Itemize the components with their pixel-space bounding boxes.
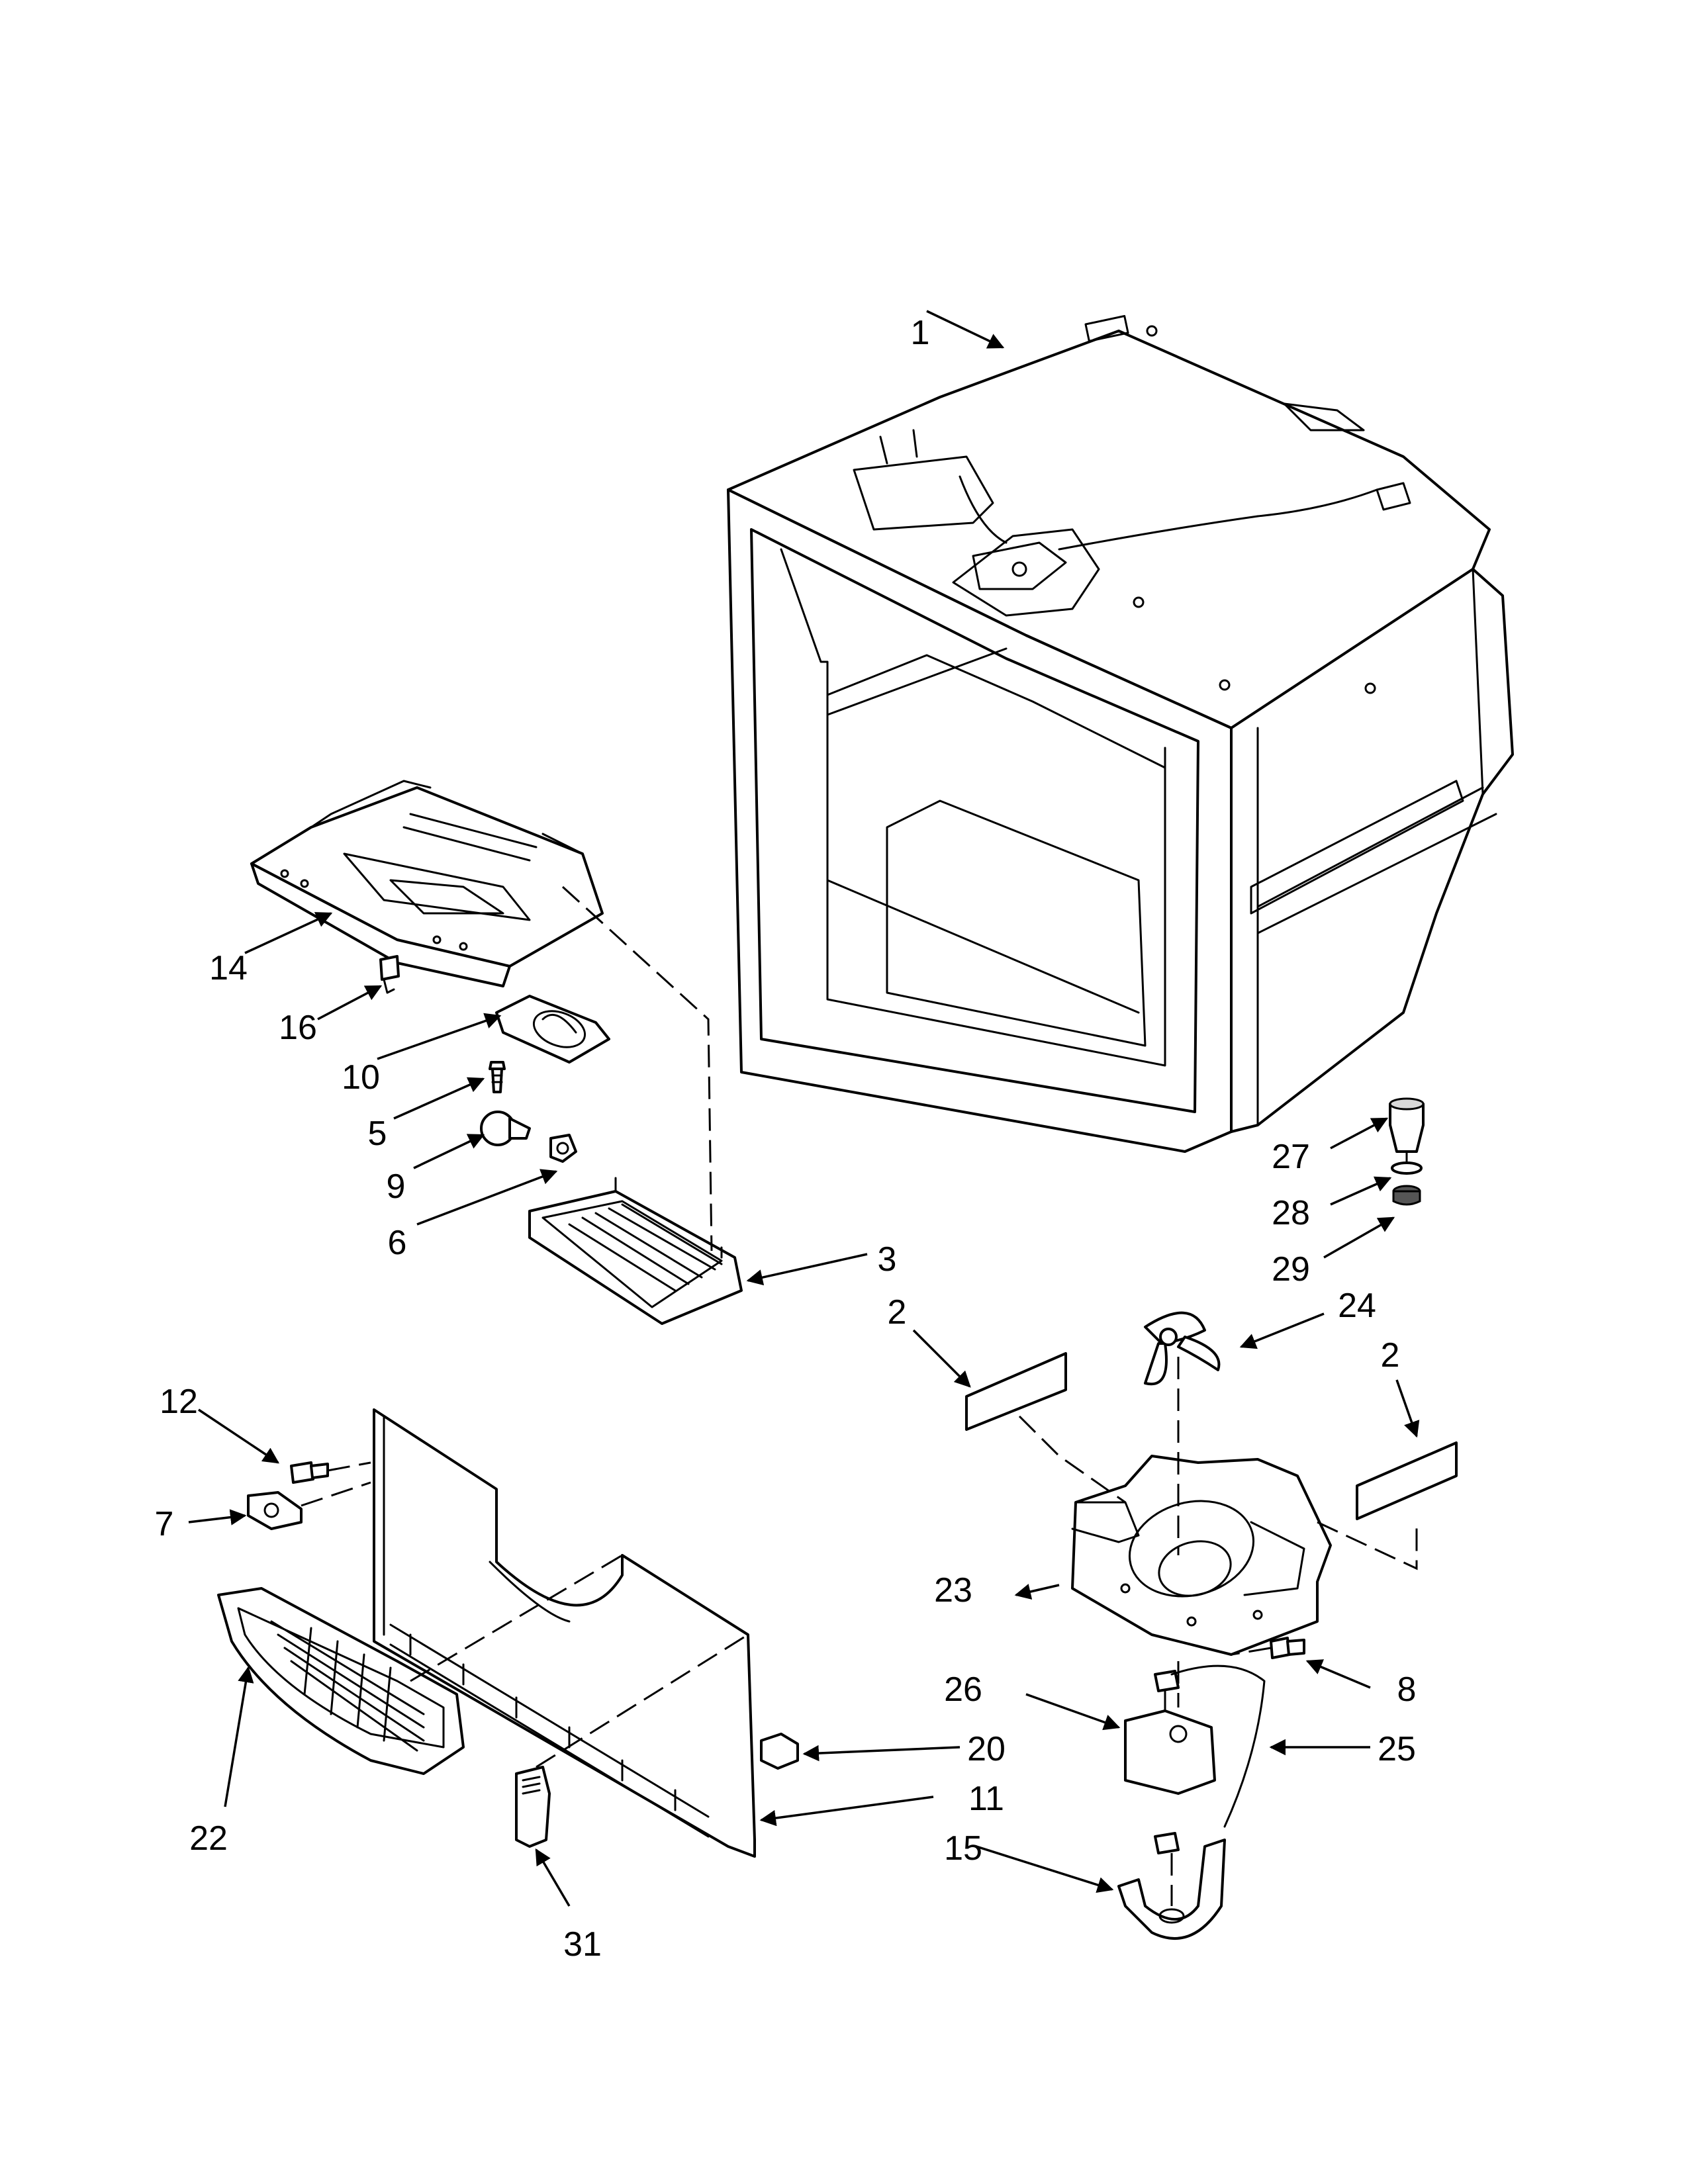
callout-31: 31 <box>563 1925 602 1964</box>
light-socket-part <box>549 1134 577 1163</box>
light-bulb-part <box>480 1111 531 1146</box>
callout-25: 25 <box>1378 1730 1416 1768</box>
callout-14: 14 <box>209 949 248 987</box>
callout-3: 3 <box>878 1240 897 1279</box>
thermistor-part <box>247 1491 303 1530</box>
light-socket-bracket-part <box>495 995 610 1064</box>
fan-shroud-part <box>1071 1455 1332 1656</box>
screw-left-part <box>290 1461 329 1484</box>
callout-16: 16 <box>279 1009 317 1047</box>
insulation-pad-left-part <box>965 1352 1067 1431</box>
grille-part <box>217 1587 465 1775</box>
callout-23: 23 <box>934 1571 972 1610</box>
rear-panel-part <box>373 1408 756 1858</box>
o-ring-part <box>1391 1161 1423 1175</box>
callout-29: 29 <box>1272 1250 1310 1289</box>
screw-right-part <box>1270 1637 1305 1659</box>
seal-strip-part <box>760 1733 799 1770</box>
callout-2-right: 2 <box>1381 1336 1400 1375</box>
grommet-part <box>1392 1185 1421 1206</box>
fan-motor-part <box>1124 1670 1216 1795</box>
thermistor-holder-part <box>515 1766 551 1848</box>
callout-10: 10 <box>342 1058 380 1097</box>
light-housing-part <box>250 780 604 987</box>
callout-5: 5 <box>368 1115 387 1153</box>
insulation-pad-right-part <box>1356 1441 1458 1520</box>
callout-28: 28 <box>1272 1194 1310 1232</box>
screw-part <box>489 1061 506 1093</box>
callout-15: 15 <box>944 1829 982 1868</box>
callout-22: 22 <box>189 1819 228 1858</box>
clip-part <box>379 955 400 994</box>
light-shield-part <box>528 1177 743 1325</box>
callout-26: 26 <box>944 1670 982 1709</box>
motor-bracket-part <box>1117 1832 1226 1940</box>
callout-20: 20 <box>967 1730 1006 1768</box>
callout-8: 8 <box>1397 1670 1417 1709</box>
callout-9: 9 <box>387 1167 406 1206</box>
callout-2-left: 2 <box>888 1293 907 1332</box>
callout-6: 6 <box>388 1224 407 1262</box>
callout-27: 27 <box>1272 1138 1310 1176</box>
callout-11: 11 <box>968 1780 1004 1818</box>
leader-lines <box>188 310 1420 1907</box>
wire-harness-part <box>1170 1664 1266 1828</box>
callout-12: 12 <box>160 1383 198 1421</box>
callout-1: 1 <box>911 314 930 352</box>
fan-blade-part <box>1144 1311 1221 1386</box>
callout-24: 24 <box>1338 1287 1376 1325</box>
spud-part <box>1389 1097 1425 1166</box>
callout-7: 7 <box>155 1505 174 1543</box>
freezer-liner-part <box>727 315 1514 1153</box>
